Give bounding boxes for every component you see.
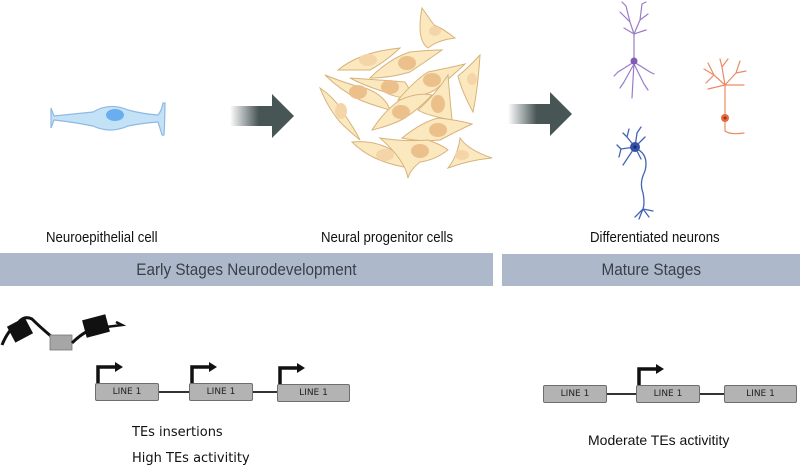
promoter-arrow-icon [96,362,123,383]
multipolar-neuron-illustration [616,126,654,220]
promoter-arrow-icon [637,364,664,385]
line1-element: LINE 1 [277,384,350,402]
dna-connector [700,393,725,395]
neural-progenitor-cells-label: Neural progenitor cells [321,229,454,246]
differentiated-neurons-label: Differentiated neurons [590,229,720,246]
dna-connector [253,391,278,393]
promoter-arrow-icon [190,362,217,383]
mature-stages-label: Mature Stages [601,260,701,279]
tes-insertions-caption: TEs insertions [132,425,223,440]
mature-stages-band: Mature Stages [502,254,800,286]
line1-element: LINE 1 [95,383,159,401]
promoter-arrow-icon [278,363,305,384]
transposon-insertion-icon [0,314,127,351]
progression-arrow-1 [230,94,294,138]
line1-element: LINE 1 [636,385,700,403]
neural-progenitor-cells-illustration [318,6,493,179]
pyramidal-neuron-illustration [613,1,655,99]
high-tes-activity-caption: High TEs activitity [132,451,250,466]
early-stages-band: Early Stages Neurodevelopment [0,253,493,286]
neuroepithelial-cell-illustration [50,102,166,136]
early-stages-label: Early Stages Neurodevelopment [136,259,357,279]
neuroepithelial-cell-label: Neuroepithelial cell [46,229,158,246]
purkinje-neuron-illustration [703,58,747,135]
line1-element: LINE 1 [724,385,797,403]
cell-nucleus [106,109,124,121]
dna-connector [159,391,189,393]
line1-element: LINE 1 [543,385,607,403]
line1-element: LINE 1 [189,383,253,401]
moderate-tes-activity-caption: Moderate TEs activitity [588,432,730,448]
progression-arrow-2 [508,92,572,136]
dna-connector [607,393,637,395]
